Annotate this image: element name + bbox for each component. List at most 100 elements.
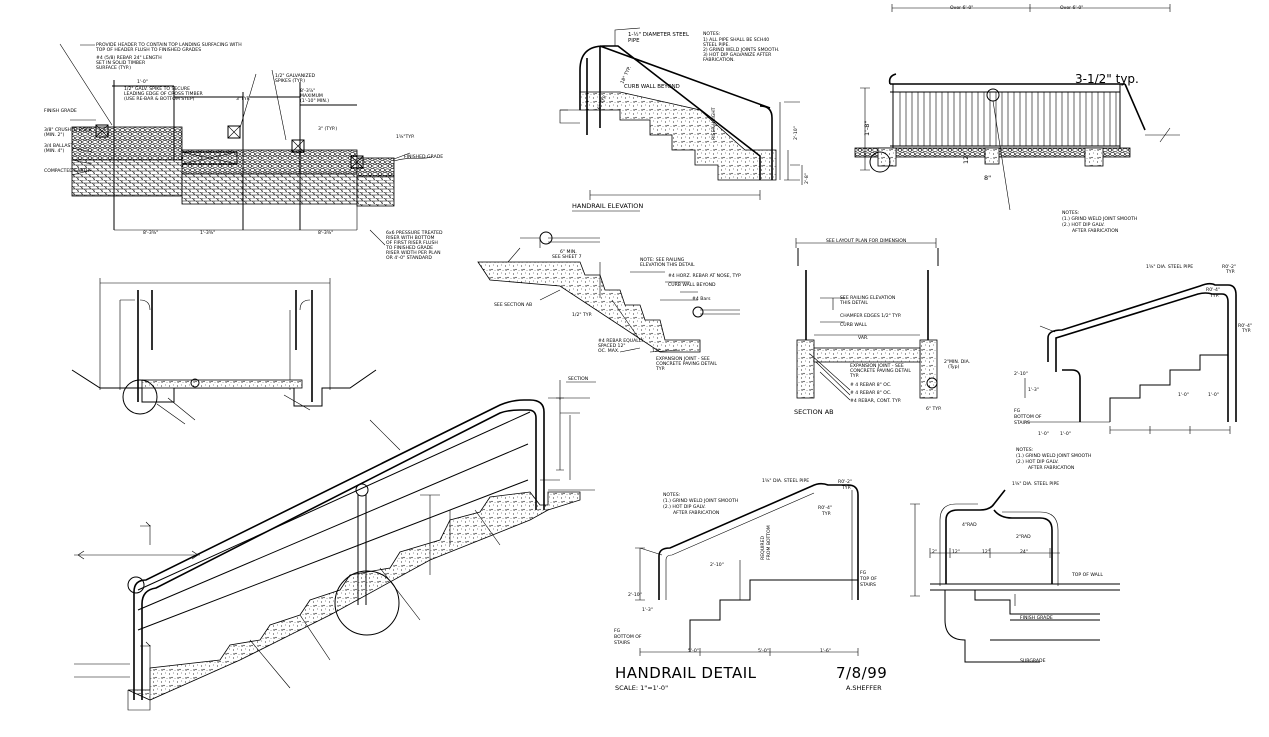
note-see-railing: NOTE: SEE RAILING [640,257,685,263]
wall-2rad: 2"RAD [1016,534,1031,540]
label-3-1-2-typ: 3-1/2" typ. [1075,72,1139,86]
mid-h2: 2'-10" [628,592,642,598]
drawing-title: HANDRAIL DETAIL [615,664,757,682]
note-1: 1) ALL PIPE SHALL BE SCH40 [703,37,769,43]
drawing-author: A.SHEFFER [846,684,882,692]
mid-b3: 1'-6" [820,648,831,654]
note-galv-spikes: 1/2" GALVANIZED [275,73,316,79]
right-h1: 2'-10" [1014,371,1028,377]
dim-bottom-3: 8'-3⅜" [318,230,333,236]
wall-d4: 24" [1020,549,1028,555]
mid-r2-typ: TYP. [821,511,831,517]
dim-3typ: 3"TYP. [236,96,250,102]
right-fg-3: STAIRS [1014,420,1030,426]
label-section: SECTION [568,376,588,382]
note-galv-spikes-2: SPIKES (TYP.) [275,78,305,84]
handrail-elevation: 1-½" DIAMETER STEEL PIPE CURB WALL BEYON… [559,27,810,212]
label-compacted-earth: COMPACTED EARTH [44,168,89,174]
wall-d2: 12" [952,549,960,555]
right-r2: R0'-4" [1206,287,1220,293]
label-ballast: 3/4 BALLAST [44,143,73,149]
mid-fg-top-2: TOP OF [859,576,877,582]
note-see-sheet: SEE SHEET 7 [552,254,582,260]
mid-r1-typ: TYP. [841,485,851,491]
note-timber-6: OR 4'-0" STANDARD [386,255,432,261]
ab-note-rebar-1: # 4 REBAR 8" OC. [850,382,892,388]
note-see-section-ab: SEE SECTION AB [494,302,532,308]
wall-d3: 12" [982,549,990,555]
right-r2-typ: TYP. [1209,293,1219,299]
mid-from-bottom: FROM BOTTOM [766,525,772,560]
ab-note-exp-2: CONCRETE PAVING DETAIL [850,368,911,374]
drawing-scale: SCALE: 1"=1'-0" [615,684,668,692]
drawing-date: 7/8/99 [836,664,887,682]
wall-finish-grade: FINISH GRADE [1020,615,1053,621]
right-r3-typ: TYP. [1241,328,1251,334]
label-pipe-diameter: 1-½" DIAMETER STEEL [628,31,689,38]
wall-4rad: 4"RAD [962,522,977,528]
note-rebar-equally: #4 REBAR EQUALLY [598,338,644,344]
mid-fg-top: FG [860,570,867,576]
right-r1: R0'-2" [1222,264,1236,270]
note-expansion-joint-2: CONCRETE PAVING DETAIL [656,361,717,367]
label-pipe-diameter-2: PIPE [628,38,640,44]
note-header-2: TOP OF HEADER FLUSH TO FINISHED GRADES [95,47,201,53]
label-crushed-rock: 3/8" CRUSHED ROCK [44,127,93,133]
ab-note-rebar-3: #4 REBAR, CONT. TYP. [850,398,901,404]
ab-note-rebar-2: # 4 REBAR 8" OC. [850,390,892,396]
dim-1-8: 1'-8" [863,121,871,136]
label-crushed-rock-2: (MIN. 2") [44,132,65,138]
dim-max-2: MAXIMUM [300,93,323,99]
wall-rail-detail: 1⅝" DIA. STEEL PIPE 4"RAD 2"RAD 2" 12" 1… [910,481,1120,664]
mid-notes-title: NOTES: [663,492,681,498]
caption-section-ab: SECTION AB [794,408,834,416]
right-fg: FG [1014,408,1021,414]
concrete-stair-section: 6" MIN. SEE SHEET 7 NOTE: SEE RAILING EL… [477,231,741,372]
note-expansion-joint: EXPANSION JOINT - SEE [656,356,710,362]
mid-r1: R0'-2" [838,479,852,485]
note-timber-2: RISER WITH BOTTOM [386,235,434,241]
right-note-3: AFTER FABRICATION [1028,465,1074,471]
mid-b1: 5'-0" [688,648,699,654]
title-block: HANDRAIL DETAIL SCALE: 1"=1'-0" 7/8/99 A… [615,664,887,692]
right-h2: 1'-3" [1028,387,1039,393]
ab-note-exp-3: TYP. [849,373,859,379]
note-expansion-joint-3: TYP. [655,366,665,372]
mid-note-2: (2.) HOT DIP GALV. [663,504,706,510]
note-horz-rebar: #4 HORZ. REBAR AT NOSE, TYP [668,273,741,279]
note-4-bars: #4 Bars [692,296,711,302]
dim-2-10: 2'-10" [793,126,799,140]
dim-bottom-2: 1'-3⅜" [200,230,215,236]
dim-3typ-b: 3" (TYP.) [318,126,337,132]
mid-fg-2: BOTTOM OF [614,634,642,640]
timber-step-detail: PROVIDE HEADER TO CONTAIN TOP LANDING SU… [44,42,443,261]
note-timber: 6x6 PRESSURE TREATED [386,230,443,236]
right-fg-2: BOTTOM OF [1014,414,1042,420]
mid-required: REQUIRED [760,535,766,560]
dim-1ft: 1'-0" [137,79,148,85]
ab-var: VAR. [858,335,868,341]
right-r1-typ: TYP. [1225,269,1235,275]
label-curb-wall-beyond: CURB WALL BEYOND [624,84,680,90]
ab-note-railing-2: THIS DETAIL [839,300,868,306]
right-b4: 1'-0" [1208,392,1219,398]
mid-b2: 5'-0" [758,648,769,654]
note-2: 2) GRIND WELD JOINTS SMOOTH. [703,47,779,53]
note-timber-4: TO FINISHED GRADE [385,245,433,251]
mid-fg-top-3: STAIRS [860,582,876,588]
ab-note-curb: CURB WALL [840,322,867,328]
dim-max: 8'-3⅞" [300,88,315,94]
note-see-railing-2: ELEVATION THIS DETAIL [640,262,695,268]
dim-12-in: 12" [652,348,660,354]
handrail-elevation-center: 1⅝" DIA. STEEL PIPE R0'-2" TYP. R0'-4" T… [614,478,877,656]
note-header: PROVIDE HEADER TO CONTAIN TOP LANDING SU… [96,42,242,48]
note-rebar: #4 (5/8) REBAR 24" LENGTH [96,55,162,61]
note-3b: FABRICATION. [703,57,735,63]
right-b2: 1'-0" [1060,431,1071,437]
dim-typ-right: 1⅝"TYP. [396,134,415,140]
dim-2-8: 2'-8" [804,173,810,184]
mid-fg: FG [614,628,621,634]
note-rebar-equally-3: OC. MAX. [598,348,619,354]
